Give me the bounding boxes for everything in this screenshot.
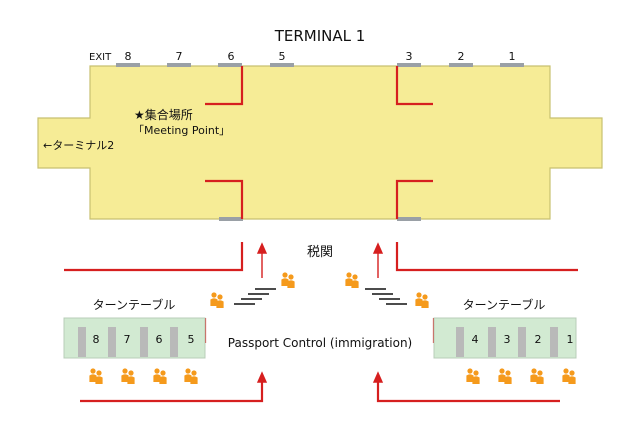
gate-number: 8 bbox=[125, 50, 132, 63]
gate-5 bbox=[270, 63, 294, 67]
people-icon bbox=[281, 272, 295, 288]
turntable-number: 2 bbox=[535, 333, 542, 346]
turntable-left bbox=[63, 317, 206, 359]
gate-3 bbox=[397, 63, 421, 67]
turntable-number: 3 bbox=[504, 333, 511, 346]
turntable-number: 6 bbox=[156, 333, 163, 346]
gate-8 bbox=[116, 63, 140, 67]
people-icons bbox=[89, 272, 576, 384]
turntable-number: 4 bbox=[472, 333, 479, 346]
passport-control-label: Passport Control (immigration) bbox=[228, 336, 412, 350]
page-title: TERMINAL 1 bbox=[274, 27, 366, 45]
people-icon bbox=[89, 368, 103, 384]
flow-arrows bbox=[256, 242, 384, 395]
gate-number: 1 bbox=[509, 50, 516, 63]
stairs-right bbox=[365, 288, 407, 305]
people-icon bbox=[184, 368, 198, 384]
people-icon bbox=[498, 368, 512, 384]
people-icon bbox=[530, 368, 544, 384]
people-icon bbox=[415, 292, 429, 308]
people-icon bbox=[153, 368, 167, 384]
gate-numbers: 8 7 6 5 3 2 1 bbox=[125, 50, 516, 63]
customs-label: 税関 bbox=[307, 245, 333, 260]
gates-top bbox=[116, 63, 524, 67]
turntable-right-label: ターンテーブル bbox=[463, 297, 546, 312]
gate-number: 5 bbox=[279, 50, 286, 63]
gate-number: 2 bbox=[458, 50, 465, 63]
turntable-number: 8 bbox=[93, 333, 100, 346]
meeting-point-label: ★集合場所 bbox=[134, 107, 193, 122]
people-icon bbox=[210, 292, 224, 308]
stairs-left bbox=[234, 288, 276, 305]
gate-6 bbox=[218, 63, 242, 67]
gate-number: 7 bbox=[176, 50, 183, 63]
to-terminal2-label: ←ターミナル2 bbox=[43, 139, 114, 152]
exit-label: EXIT bbox=[89, 52, 112, 63]
people-icon bbox=[121, 368, 135, 384]
turntable-number: 7 bbox=[124, 333, 131, 346]
gate-bottom-left bbox=[219, 217, 243, 221]
people-icon bbox=[466, 368, 480, 384]
gate-1 bbox=[500, 63, 524, 67]
turntable-numbers-right: 4 3 2 1 bbox=[472, 333, 574, 346]
gate-number: 6 bbox=[228, 50, 235, 63]
interior-walls bbox=[205, 66, 433, 219]
gate-7 bbox=[167, 63, 191, 67]
meeting-point-sublabel: 「Meeting Point」 bbox=[133, 124, 230, 137]
turntable-numbers-left: 8 7 6 5 bbox=[93, 333, 195, 346]
gate-number: 3 bbox=[406, 50, 413, 63]
gate-bottom-right bbox=[397, 217, 421, 221]
turntable-number: 1 bbox=[567, 333, 574, 346]
gate-2 bbox=[449, 63, 473, 67]
turntable-left-label: ターンテーブル bbox=[93, 297, 176, 312]
people-icon bbox=[562, 368, 576, 384]
people-icon bbox=[345, 272, 359, 288]
turntable-number: 5 bbox=[188, 333, 195, 346]
terminal-building bbox=[37, 65, 603, 220]
turntable-right bbox=[433, 317, 577, 359]
